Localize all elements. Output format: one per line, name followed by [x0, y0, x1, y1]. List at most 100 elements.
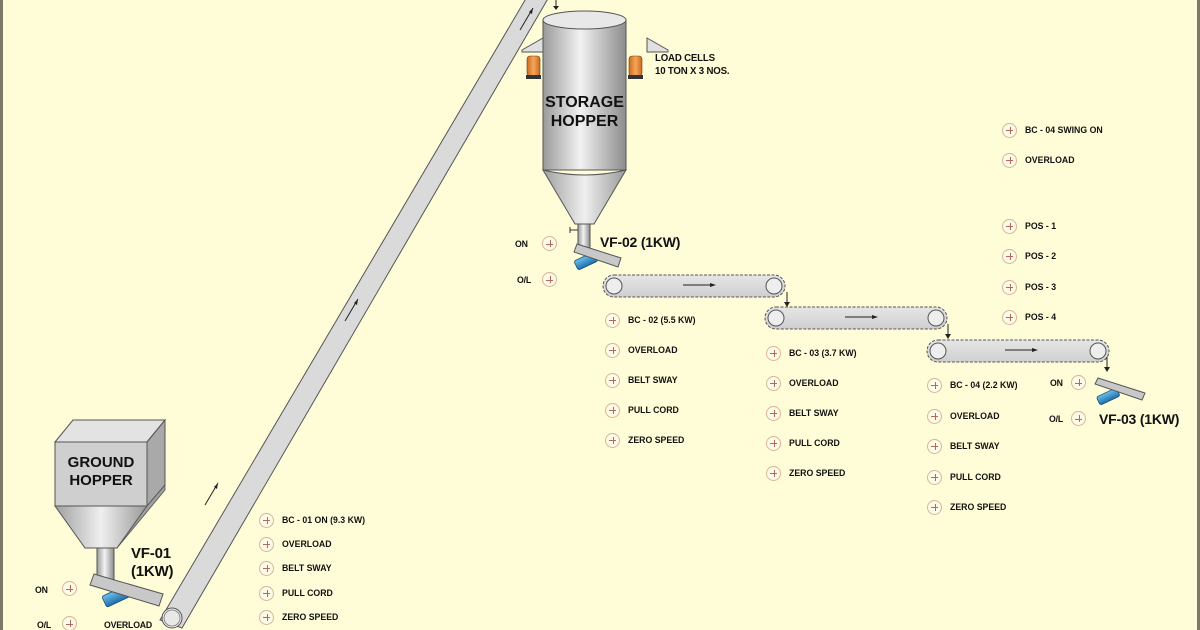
bc04-swing-on[interactable]: BC - 04 SWING ON — [1002, 122, 1109, 138]
status-label: OVERLOAD — [282, 538, 332, 550]
storage-hopper-title: STORAGE HOPPER — [543, 93, 626, 131]
vf03-label: VF-03 (1KW) — [1099, 411, 1180, 427]
status-indicator[interactable] — [1002, 248, 1017, 264]
status-indicator[interactable] — [605, 432, 620, 448]
vf02-ol-indicator[interactable] — [542, 272, 557, 287]
vf03-ol-indicator[interactable] — [1071, 411, 1086, 426]
status-label: ZERO SPEED — [628, 434, 685, 446]
status-indicator[interactable] — [1002, 152, 1017, 168]
storage-hopper — [521, 10, 669, 270]
bc04-pos-1[interactable]: POS - 1 — [1002, 218, 1059, 234]
bc01-status-belt-sway[interactable]: BELT SWAY — [259, 560, 336, 576]
load-cells-line1: LOAD CELLS — [655, 52, 715, 64]
bc03-status-pull-cord[interactable]: PULL CORD — [766, 435, 844, 451]
status-label: BC - 03 (3.7 KW) — [789, 347, 857, 359]
vf01-on-indicator[interactable] — [62, 581, 77, 596]
load-cells-line2: 10 TON X 3 NOS. — [655, 65, 730, 77]
status-label: PULL CORD — [950, 471, 1001, 483]
status-indicator[interactable] — [605, 372, 620, 388]
bc04-status-rating[interactable]: BC - 04 (2.2 KW) — [927, 377, 1023, 393]
bc04-pos-3[interactable]: POS - 3 — [1002, 279, 1059, 295]
bc02-status-belt-sway[interactable]: BELT SWAY — [605, 372, 682, 388]
status-indicator[interactable] — [1002, 218, 1017, 234]
bc02-status-pull-cord[interactable]: PULL CORD — [605, 402, 683, 418]
vf02-feeder — [573, 243, 622, 270]
vf01-line1: VF-01 — [131, 545, 171, 562]
status-indicator[interactable] — [259, 585, 274, 601]
vf01-line2: (1KW) — [131, 563, 174, 580]
vf01-feeder — [89, 573, 164, 608]
belt-conveyor-bc04 — [926, 339, 1110, 372]
status-indicator[interactable] — [605, 342, 620, 358]
bc02-status-zero-speed[interactable]: ZERO SPEED — [605, 432, 689, 448]
storage-hopper-title-line1: STORAGE — [545, 94, 624, 111]
status-label: OVERLOAD — [1025, 154, 1075, 166]
vf01-overload-label: OVERLOAD — [104, 620, 153, 630]
vf02-label: VF-02 (1KW) — [600, 234, 681, 250]
ground-hopper-title-line1: GROUND — [67, 454, 135, 471]
vf03-on-indicator[interactable] — [1071, 375, 1086, 390]
status-indicator[interactable] — [1002, 309, 1017, 325]
bc03-status-belt-sway[interactable]: BELT SWAY — [766, 405, 843, 421]
status-indicator[interactable] — [927, 438, 942, 454]
status-label: BELT SWAY — [950, 440, 1000, 452]
vf01-label: VF-01 (1KW) — [131, 545, 174, 581]
status-indicator[interactable] — [259, 536, 274, 552]
bc02-status-overload[interactable]: OVERLOAD — [605, 342, 682, 358]
status-indicator[interactable] — [766, 465, 781, 481]
status-label: POS - 4 — [1025, 311, 1057, 323]
bc04-status-overload[interactable]: OVERLOAD — [927, 408, 1004, 424]
status-indicator[interactable] — [766, 435, 781, 451]
status-label: PULL CORD — [789, 437, 840, 449]
bc03-status-overload[interactable]: OVERLOAD — [766, 375, 843, 391]
bc02-status-rating[interactable]: BC - 02 (5.5 KW) — [605, 312, 701, 328]
status-indicator[interactable] — [605, 312, 620, 328]
status-indicator[interactable] — [927, 408, 942, 424]
status-indicator[interactable] — [766, 375, 781, 391]
bc01-status-zero-speed[interactable]: ZERO SPEED — [259, 609, 343, 625]
bc03-status-rating[interactable]: BC - 03 (3.7 KW) — [766, 345, 862, 361]
bc04-status-pull-cord[interactable]: PULL CORD — [927, 469, 1005, 485]
bc03-status-zero-speed[interactable]: ZERO SPEED — [766, 465, 850, 481]
status-indicator[interactable] — [259, 512, 274, 528]
status-label: BELT SWAY — [282, 562, 332, 574]
bc04-swing-overload[interactable]: OVERLOAD — [1002, 152, 1079, 168]
status-indicator[interactable] — [927, 499, 942, 515]
inclined-conveyor-bc01 — [159, 0, 559, 629]
status-label: POS - 3 — [1025, 281, 1057, 293]
vf02-on-indicator[interactable] — [542, 236, 557, 251]
bc01-status-pull-cord[interactable]: PULL CORD — [259, 585, 337, 601]
vf03-ol-label: O/L — [1049, 414, 1064, 425]
status-indicator[interactable] — [259, 560, 274, 576]
belt-conveyor-bc03 — [764, 306, 951, 339]
status-indicator[interactable] — [927, 469, 942, 485]
status-label: PULL CORD — [282, 587, 333, 599]
status-label: BELT SWAY — [628, 374, 678, 386]
bc04-status-zero-speed[interactable]: ZERO SPEED — [927, 499, 1011, 515]
bc01-status-overload[interactable]: OVERLOAD — [259, 536, 336, 552]
status-indicator[interactable] — [766, 405, 781, 421]
status-label: PULL CORD — [628, 404, 679, 416]
status-indicator[interactable] — [766, 345, 781, 361]
bc04-pos-4[interactable]: POS - 4 — [1002, 309, 1059, 325]
status-label: OVERLOAD — [950, 410, 1000, 422]
status-label: ZERO SPEED — [789, 467, 846, 479]
status-indicator[interactable] — [1002, 279, 1017, 295]
status-label: BELT SWAY — [789, 407, 839, 419]
status-indicator[interactable] — [605, 402, 620, 418]
status-label: POS - 2 — [1025, 250, 1057, 262]
status-label: BC - 01 ON (9.3 KW) — [282, 514, 366, 526]
status-indicator[interactable] — [259, 609, 274, 625]
ground-hopper-title: GROUND HOPPER — [55, 454, 147, 490]
bc01-status-on[interactable]: BC - 01 ON (9.3 KW) — [259, 512, 372, 528]
bc04-status-belt-sway[interactable]: BELT SWAY — [927, 438, 1004, 454]
vf01-on-label: ON — [35, 585, 48, 596]
status-indicator[interactable] — [1002, 122, 1017, 138]
ground-hopper — [53, 418, 167, 608]
status-indicator[interactable] — [927, 377, 942, 393]
vf01-ol-indicator[interactable] — [62, 616, 77, 630]
status-label: BC - 02 (5.5 KW) — [628, 314, 696, 326]
status-label: BC - 04 (2.2 KW) — [950, 379, 1018, 391]
bc04-pos-2[interactable]: POS - 2 — [1002, 248, 1059, 264]
